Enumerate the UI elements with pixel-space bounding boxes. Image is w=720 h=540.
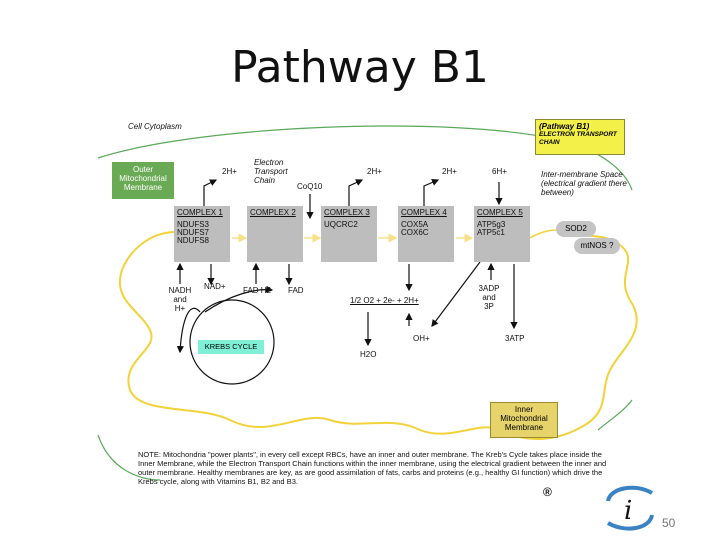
- svg-text:i: i: [624, 496, 632, 526]
- h-label-3: 2H+: [367, 167, 382, 176]
- complex-1: COMPLEX 1 NDUFS3 NDUFS7 NDUFS8: [174, 206, 230, 262]
- complex-5-subunits: ATP5g3 ATP5c1: [477, 220, 506, 237]
- complex-4: COMPLEX 4 COX5A COX6C: [398, 206, 454, 262]
- callout-title: (Pathway B1): [539, 122, 590, 131]
- mtnos-pill: mtNOS ?: [574, 238, 620, 254]
- complex-2-name: COMPLEX 2: [250, 208, 296, 217]
- slide-title: Pathway B1: [231, 42, 489, 93]
- pathway-callout: (Pathway B1) ELECTRON TRANSPORT CHAIN: [535, 119, 625, 155]
- intermembrane-label: Inter-membrane Space (electrical gradien…: [541, 170, 627, 197]
- callout-subtitle: ELECTRON TRANSPORT CHAIN: [539, 131, 617, 146]
- krebs-cycle-circle: [189, 299, 275, 385]
- nadh-label: NADH and H+: [168, 286, 192, 313]
- h2o-label: H2O: [360, 350, 377, 359]
- complex-5-name: COMPLEX 5: [477, 208, 523, 217]
- outer-membrane-line-lower: [97, 434, 161, 481]
- inner-membrane-line: [119, 231, 638, 441]
- info-logo: i: [606, 485, 654, 531]
- coq10-label: CoQ10: [297, 182, 323, 191]
- h-label-4: 2H+: [442, 167, 457, 176]
- fadh2-label: FAD H2: [243, 286, 272, 295]
- atp-label: 3ATP: [505, 334, 525, 343]
- h-label-1: 2H+: [222, 167, 237, 176]
- nad-label: NAD+: [204, 282, 226, 291]
- oh-label: OH+: [413, 334, 430, 343]
- complex-1-name: COMPLEX 1: [177, 208, 223, 217]
- mtnos-label: mtNOS ?: [580, 241, 614, 250]
- sod2-label: SOD2: [565, 224, 587, 233]
- complex-2: COMPLEX 2: [247, 206, 303, 262]
- note-text: NOTE: Mitochondria "power plants", in ev…: [138, 450, 607, 486]
- inner-membrane-tag: Inner Mitochondrial Membrane: [490, 402, 558, 438]
- complex-5: COMPLEX 5 ATP5g3 ATP5c1: [474, 206, 530, 262]
- complex-3-subunits: UQCRC2: [324, 220, 358, 229]
- adp-label: 3ADP and 3P: [478, 284, 500, 311]
- complex-4-subunits: COX5A COX6C: [401, 220, 429, 237]
- krebs-cycle-tag: KREBS CYCLE: [198, 340, 264, 354]
- complex-3-name: COMPLEX 3: [324, 208, 370, 217]
- cell-cytoplasm-label: Cell Cytoplasm: [128, 122, 182, 131]
- outer-membrane-tag: Outer Mitochondrial Membrane: [112, 162, 174, 199]
- page-number: 50: [662, 516, 676, 530]
- complex-1-subunits: NDUFS3 NDUFS7 NDUFS8: [177, 220, 210, 245]
- complex-4-name: COMPLEX 4: [401, 208, 447, 217]
- registered-mark: ®: [543, 485, 552, 499]
- outer-membrane-label: Outer Mitochondrial Membrane: [119, 165, 167, 192]
- sod2-pill: SOD2: [556, 221, 596, 237]
- h-label-5: 6H+: [492, 167, 507, 176]
- outer-membrane-line: [97, 125, 633, 191]
- half-o2-label: 1/2 O2 + 2e- + 2H+: [350, 296, 419, 305]
- krebs-cycle-label: KREBS CYCLE: [204, 342, 258, 351]
- complex-2-subunits: [247, 217, 303, 221]
- fad-label: FAD: [288, 286, 304, 295]
- etc-label: Electron Transport Chain: [254, 158, 288, 185]
- complex-3: COMPLEX 3 UQCRC2: [321, 206, 377, 262]
- inner-membrane-label: Inner Mitochondrial Membrane: [500, 405, 548, 432]
